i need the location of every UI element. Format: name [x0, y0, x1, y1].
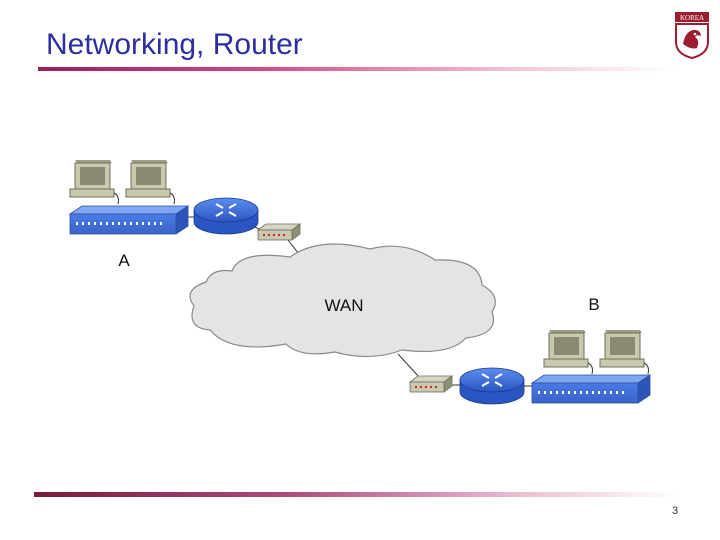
university-crest-icon: KOREA: [675, 12, 709, 60]
title-divider: [38, 67, 678, 71]
link-wan-modem-b: [397, 353, 421, 379]
workstation-icon: [69, 160, 119, 205]
page-number: 3: [672, 505, 679, 517]
switch-icon: [530, 374, 652, 404]
switch-icon: [68, 205, 190, 235]
router-icon: [459, 367, 525, 405]
workstation-icon: [543, 330, 593, 375]
site-b-label: B: [588, 295, 599, 314]
cloud-icon: [189, 243, 496, 358]
wan-label: WAN: [324, 296, 363, 315]
workstation-icon: [125, 160, 175, 205]
modem-icon: [408, 375, 454, 393]
workstation-icon: [599, 330, 649, 375]
site-a-label: A: [118, 251, 130, 270]
router-icon: [193, 197, 259, 235]
modem-icon: [256, 223, 302, 241]
footer-divider: [34, 492, 680, 497]
svg-text:KOREA: KOREA: [680, 14, 704, 22]
slide-title: Networking, Router: [46, 28, 303, 61]
